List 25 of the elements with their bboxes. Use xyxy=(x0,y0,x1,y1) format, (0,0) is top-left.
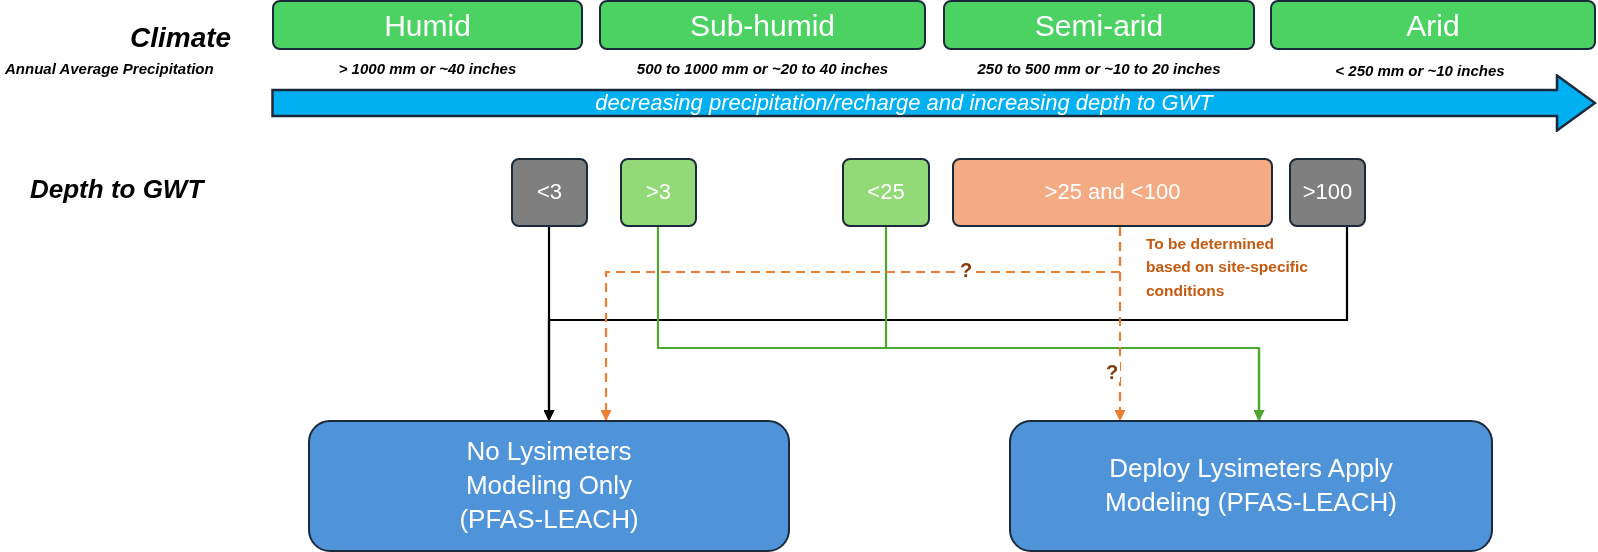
depth-box: <25 xyxy=(842,158,930,227)
outcome-box: Deploy Lysimeters Apply Modeling (PFAS-LEACH) xyxy=(1009,420,1493,552)
row-heading: Depth to GWT xyxy=(30,174,204,205)
edge-label: ? xyxy=(1104,362,1121,382)
band-text: decreasing precipitation/recharge and increasing depth to GWT xyxy=(595,90,1213,116)
edge-label: ? xyxy=(958,260,975,280)
precipitation-text: < 250 mm or ~10 inches xyxy=(1334,62,1506,79)
connector-arrow xyxy=(884,227,1265,422)
row-heading: Climate xyxy=(130,22,232,54)
connector-arrow xyxy=(1114,227,1126,422)
depth-box: >100 xyxy=(1289,158,1366,227)
depth-box: >25 and <100 xyxy=(952,158,1273,227)
note-text: To be determined based on site-specific conditions xyxy=(1146,234,1309,301)
depth-box: <3 xyxy=(511,158,588,227)
row-heading: Annual Average Precipitation xyxy=(5,60,214,77)
precipitation-text: 500 to 1000 mm or ~20 to 40 inches xyxy=(635,60,890,77)
climate-box: Arid xyxy=(1270,0,1596,50)
climate-box: Semi-arid xyxy=(943,0,1255,50)
precipitation-text: 250 to 500 mm or ~10 to 20 inches xyxy=(976,60,1222,77)
climate-box: Humid xyxy=(272,0,583,50)
outcome-box: No Lysimeters Modeling Only (PFAS-LEACH) xyxy=(308,420,790,552)
precipitation-text: > 1000 mm or ~40 inches xyxy=(337,60,518,77)
depth-box: >3 xyxy=(620,158,697,227)
climate-box: Sub-humid xyxy=(599,0,926,50)
connector-arrow xyxy=(543,227,1349,422)
